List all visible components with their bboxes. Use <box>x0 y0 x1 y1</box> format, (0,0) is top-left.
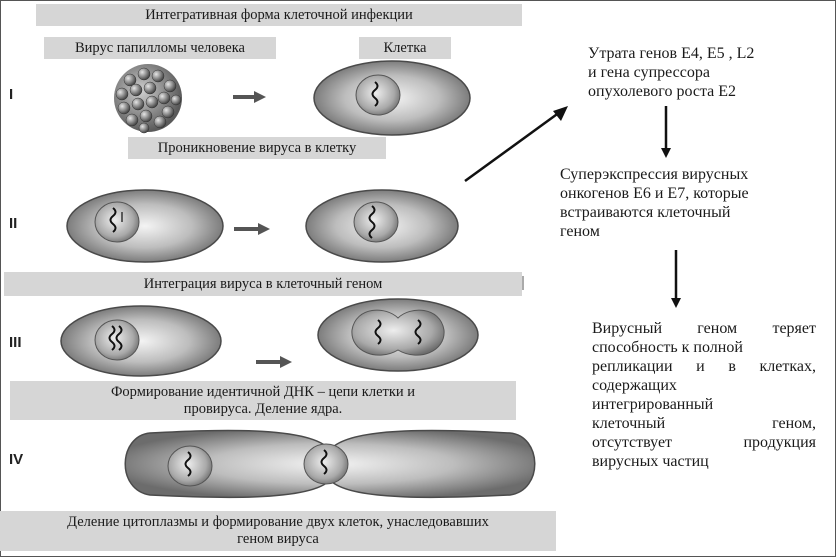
replication-line: репликации и в клетках, <box>592 358 816 375</box>
gene-loss-line: опухолевого роста Е2 <box>588 83 736 100</box>
arrow-down-1 <box>661 106 671 158</box>
cell-stage2-right <box>305 189 459 263</box>
replication-line: способность к полной <box>592 339 743 356</box>
caption-stage2-text: Интеграция вируса в клеточный геном <box>143 275 383 292</box>
replication-line: содержащих <box>592 377 677 394</box>
replication-line: отсутствует продукция <box>592 434 816 451</box>
arrow-to-right-panel <box>464 106 568 183</box>
cell-stage3-right <box>317 298 479 372</box>
right-block-gene-loss: Утрата генов Е4, Е5 , L2 и гена супрессо… <box>588 44 818 101</box>
replication-line: вирусных частиц <box>592 453 709 470</box>
diagram-title-text: Интегративная форма клеточной инфекции <box>145 6 413 23</box>
overexpression-line: онкогенов Е6 и Е7, которые <box>560 185 749 202</box>
cell-label-text: Клетка <box>383 39 427 56</box>
virus-particle <box>114 64 182 134</box>
caption-stage4-line1: Деление цитоплазмы и формирование двух к… <box>67 514 489 530</box>
cell-stage3-left <box>60 305 222 377</box>
gene-loss-line: Утрата генов Е4, Е5 , L2 <box>588 45 755 62</box>
caption-stage3-line1: Формирование идентичной ДНК – цепи клетк… <box>110 383 416 400</box>
caption-stage3-line2: провируса. Деление ядра. <box>183 400 343 417</box>
stage-numeral-1: I <box>9 86 14 103</box>
cell-label: Клетка <box>359 37 451 59</box>
replication-line: Вирусный геном теряет <box>592 320 816 337</box>
caption-stage4-line2: геном вируса <box>237 531 319 547</box>
overexpression-line: геном <box>560 223 600 240</box>
overexpression-line: встраиваются клеточный <box>560 204 731 221</box>
stage-numeral-3: III <box>9 334 22 351</box>
virus-label-text: Вирус папилломы человека <box>75 39 245 56</box>
arrow-stage2 <box>234 223 270 235</box>
overexpression-line: Суперэкспрессия вирусных <box>560 166 749 183</box>
stage-numeral-4: IV <box>9 451 24 468</box>
right-block-replication-loss: Вирусный геном теряет способность к полн… <box>592 319 816 471</box>
caption-stage2: Интеграция вируса в клеточный геном <box>4 272 522 296</box>
gene-loss-line: и гена супрессора <box>588 64 710 81</box>
caption-stage1: Проникновение вируса в клетку <box>128 137 386 159</box>
arrow-stage1 <box>233 91 266 103</box>
virus-label: Вирус папилломы человека <box>44 37 276 59</box>
cell-stage4-dividing <box>124 429 536 499</box>
caption-stage3: Формирование идентичной ДНК – цепи клетк… <box>10 381 516 420</box>
arrow-down-2 <box>671 250 681 308</box>
caption-stage4: Деление цитоплазмы и формирование двух к… <box>0 511 556 551</box>
replication-line: клеточный геном, <box>592 415 816 432</box>
arrow-stage3 <box>256 356 292 368</box>
stage-numeral-2: II <box>9 215 18 232</box>
diagram-title: Интегративная форма клеточной инфекции <box>36 4 522 26</box>
replication-line: интегрированный <box>592 396 714 413</box>
cell-stage2-left <box>66 189 224 263</box>
caption-stage1-text: Проникновение вируса в клетку <box>157 139 357 156</box>
cell-stage1 <box>313 60 471 136</box>
right-block-overexpression: Суперэкспрессия вирусных онкогенов Е6 и … <box>560 165 800 241</box>
